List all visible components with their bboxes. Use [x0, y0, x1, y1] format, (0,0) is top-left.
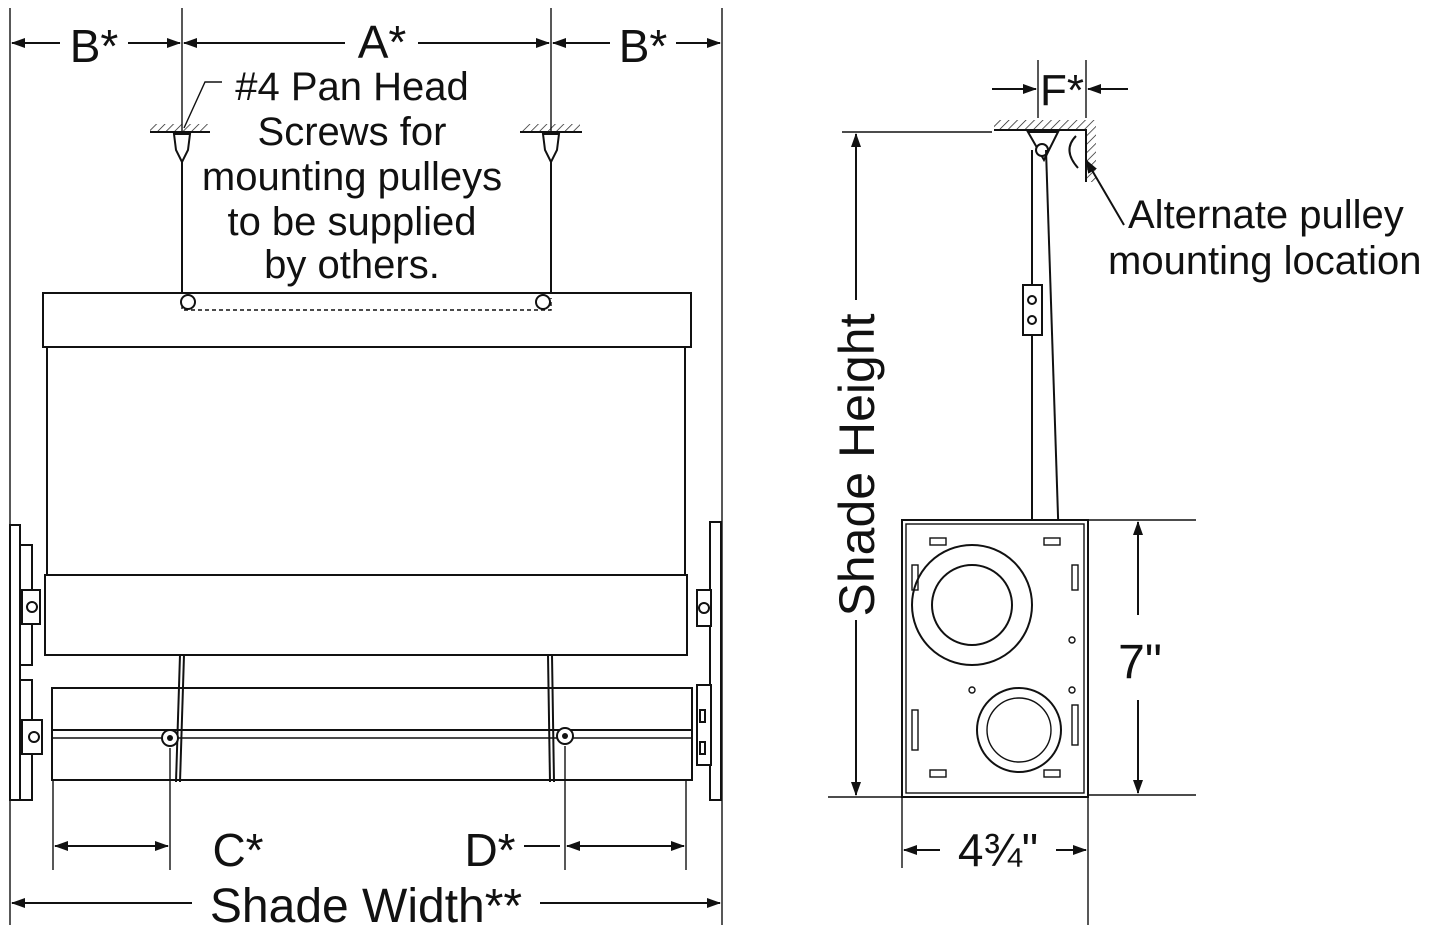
shade-hembar	[42, 292, 692, 348]
shade-height-label: Shade Height	[829, 313, 885, 616]
dim-d-label: D*	[464, 824, 515, 876]
f-dimension: F*	[992, 60, 1128, 118]
alternate-note-line-2: mounting location	[1108, 239, 1422, 283]
screw-note: #4 Pan Head Screws for mounting pulleys …	[183, 65, 502, 287]
lift-cords	[161, 654, 574, 783]
bottom-cd-dimension: C* D*	[54, 824, 685, 876]
roller-tube	[51, 687, 693, 781]
screw-note-line-4: to be supplied	[227, 200, 476, 244]
shade-height-dimension: Shade Height	[828, 131, 992, 798]
dim-b-left-label: B*	[70, 20, 119, 72]
ceiling-mount-right	[520, 124, 582, 298]
ceiling-mount-left	[150, 124, 210, 298]
shade-width-dimension: Shade Width**	[11, 880, 721, 929]
alternate-pulley-note: Alternate pulley mounting location	[1085, 159, 1422, 283]
width-4-3-4-label: 4¾"	[958, 824, 1038, 876]
dim-b-right-label: B*	[619, 20, 668, 72]
screw-note-line-5: by others.	[264, 243, 440, 287]
head-box-side	[901, 519, 1089, 798]
right-bracket	[696, 521, 722, 801]
height-7-dimension: 7"	[1088, 519, 1196, 796]
dim-f-label: F*	[1040, 66, 1084, 115]
top-dimension: B* A* B*	[11, 16, 721, 72]
dim-a-label: A*	[358, 16, 407, 68]
side-view: F* Alternate pulley mounting location	[828, 60, 1422, 925]
height-7-label: 7"	[1118, 636, 1162, 689]
cord-connector	[1022, 284, 1043, 336]
shade-fabric	[46, 346, 686, 578]
shade-width-label: Shade Width**	[210, 880, 522, 929]
alternate-note-line-1: Alternate pulley	[1128, 193, 1404, 237]
dim-c-label: C*	[212, 824, 263, 876]
screw-note-line-3: mounting pulleys	[202, 155, 502, 199]
ceiling-corner	[994, 120, 1096, 182]
front-view: B* A* B* #4 Pan Head Screws for mounting…	[9, 8, 723, 929]
width-4-3-4-dimension: 4¾"	[901, 797, 1089, 925]
screw-note-line-2: Screws for	[258, 110, 447, 154]
screw-note-line-1: #4 Pan Head	[235, 65, 469, 109]
fabric-roll	[44, 574, 688, 656]
left-bracket	[9, 524, 43, 801]
